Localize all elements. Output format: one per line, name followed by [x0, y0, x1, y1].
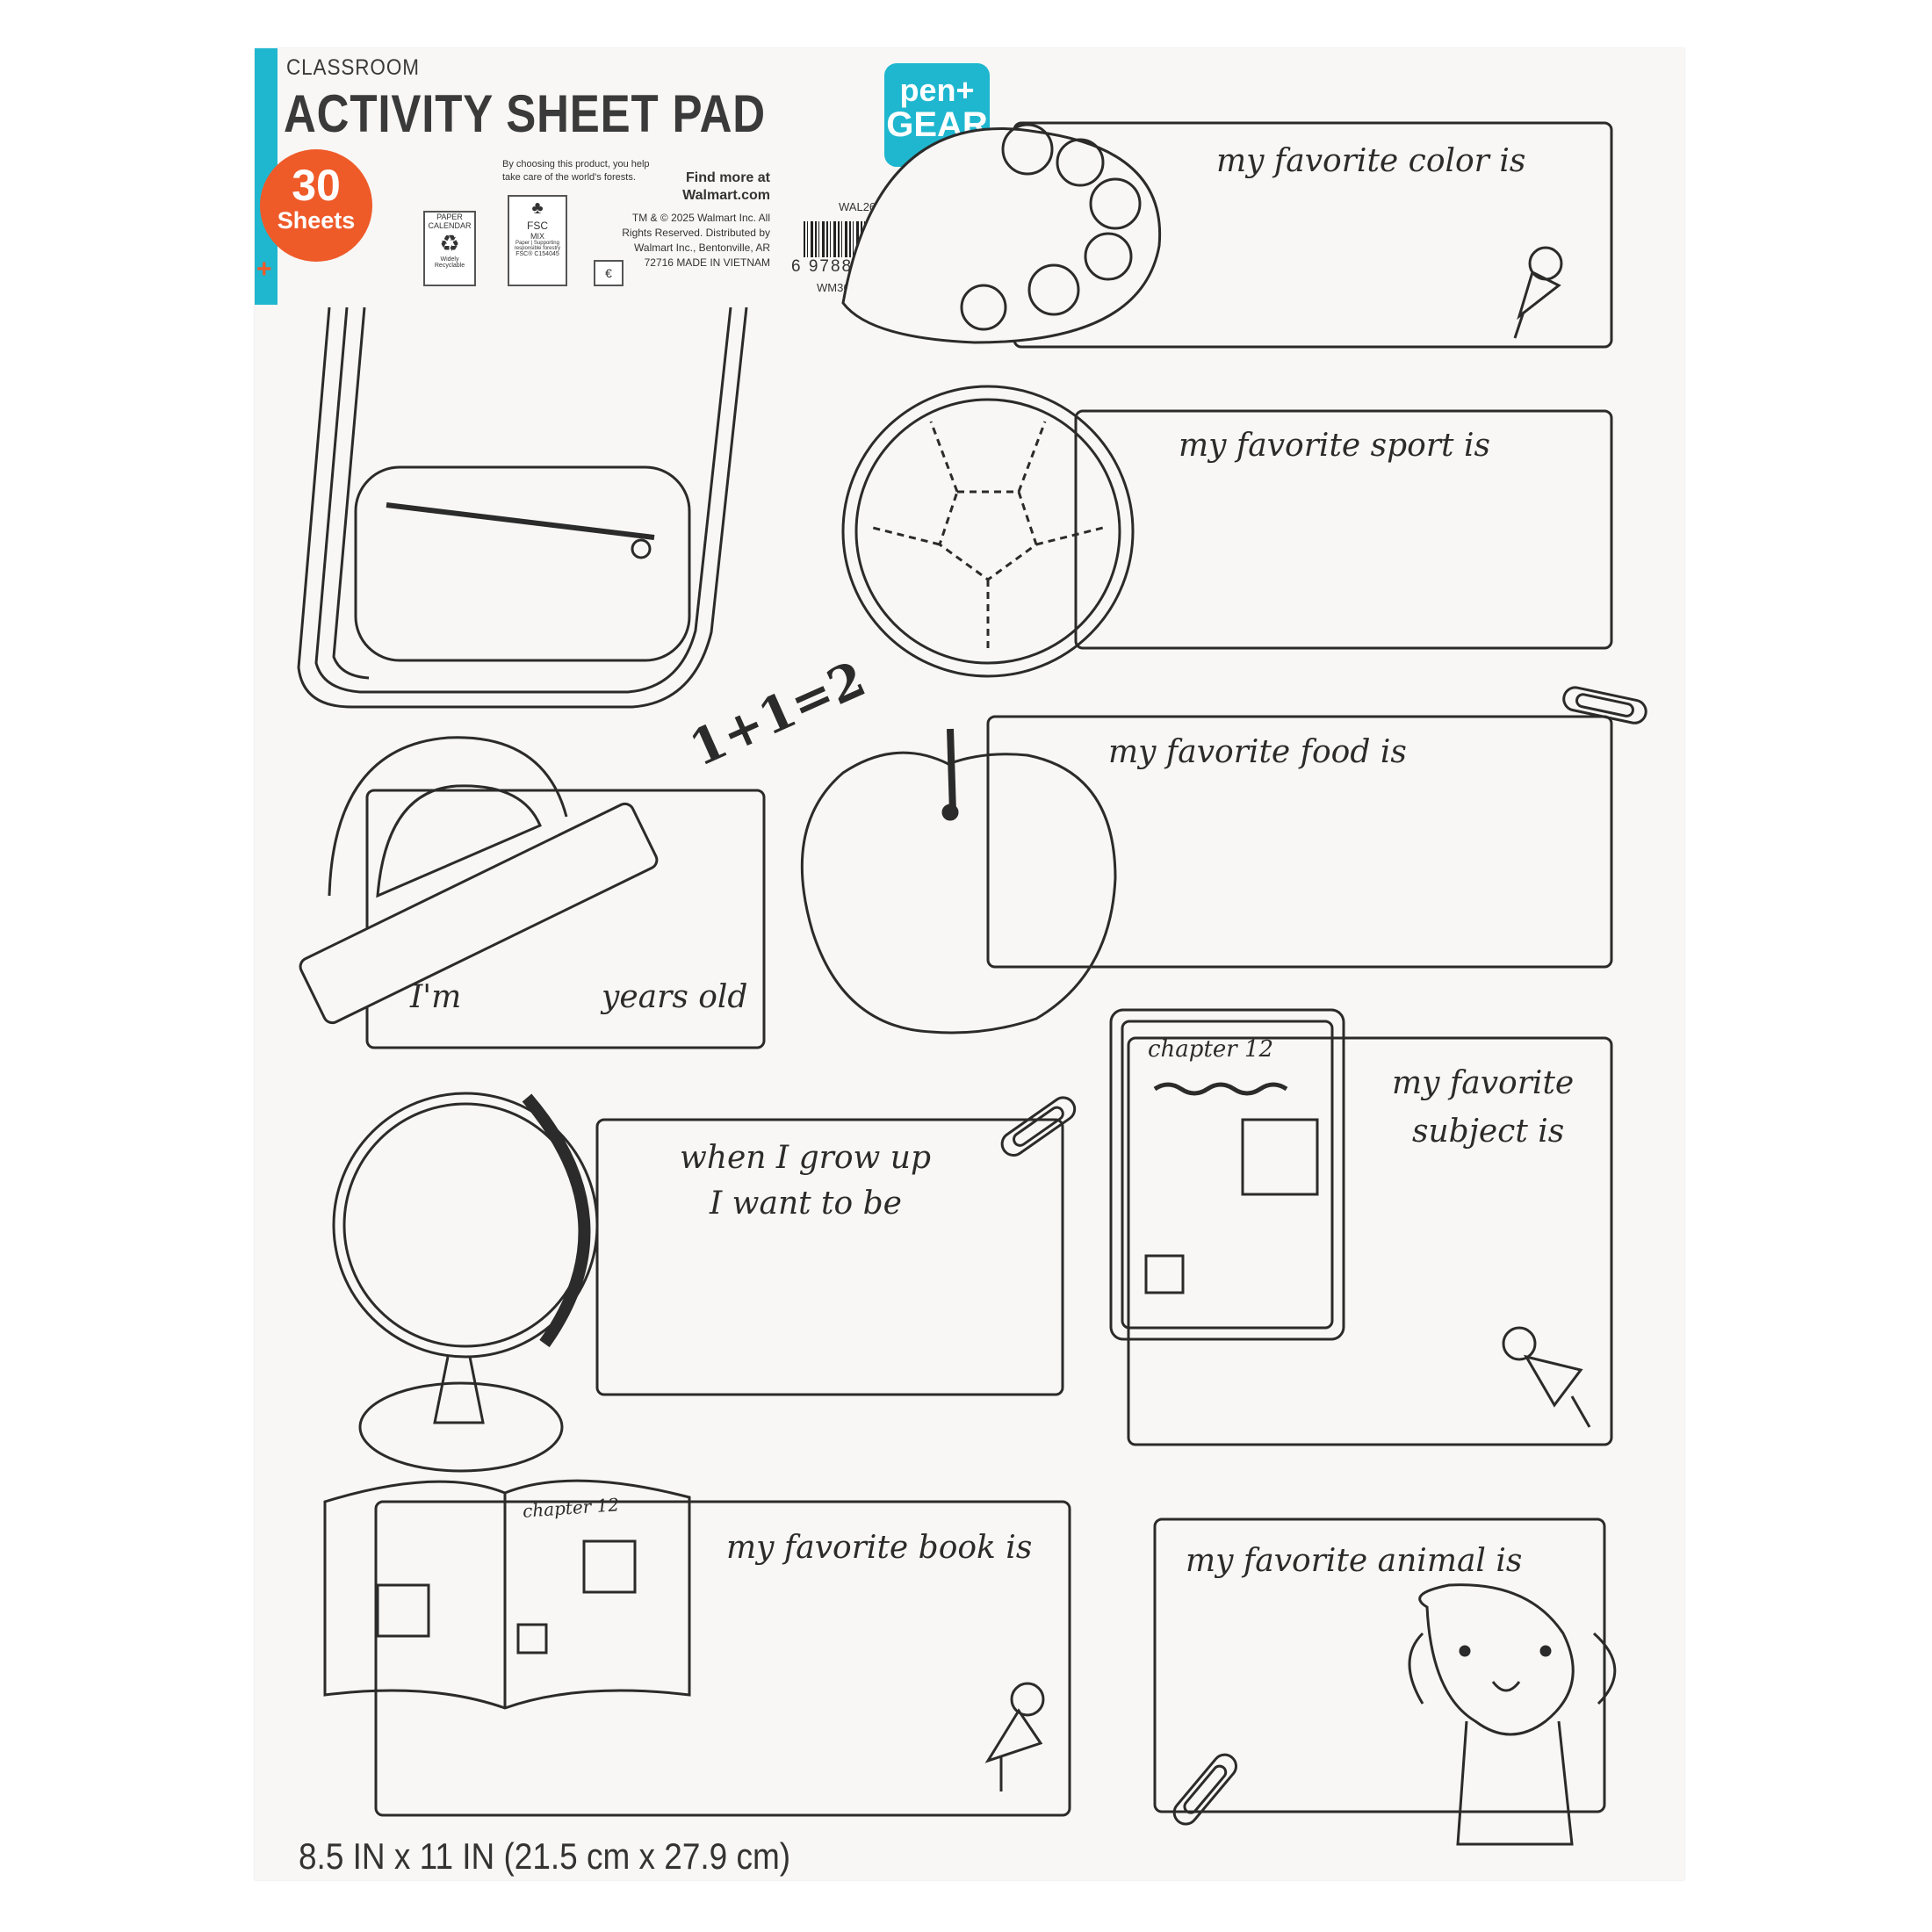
- pushpin-icon-2: [1502, 1326, 1591, 1428]
- animal-box: [1153, 1517, 1606, 1813]
- book-box: [374, 1500, 1071, 1817]
- food-box: [986, 715, 1613, 969]
- forest-note: By choosing this product, you help take …: [502, 159, 650, 183]
- badge-unit: Sheets: [277, 207, 356, 234]
- plus-icon: +: [256, 255, 272, 284]
- activity-sheet: [255, 48, 1684, 1880]
- palette-icon: [841, 123, 1162, 344]
- recycle-icon: PAPER CALENDAR ♻ Widely Recyclable: [423, 211, 476, 286]
- apple-icon: [800, 728, 1117, 1034]
- soccer-ball-icon: [841, 385, 1135, 678]
- pushpin-icon-1: [1513, 246, 1563, 339]
- subject-prompt-line1: my favorite: [1392, 1065, 1575, 1101]
- recycle-bottom: Widely Recyclable: [434, 256, 465, 269]
- age-box: [365, 789, 766, 1049]
- brand-top: pen+: [899, 72, 975, 108]
- legal-text: TM & © 2025 Walmart Inc. All Rights Rese…: [622, 212, 770, 269]
- newspaper-icon: [1109, 1008, 1345, 1341]
- paperclip-icon-1: [1562, 686, 1647, 724]
- grow-prompt-line2: I want to be: [710, 1186, 902, 1222]
- fsc-icon: ♣ FSC MIX Paper | Supporting responsible…: [508, 195, 567, 286]
- fsc-mix: MIX: [530, 232, 544, 241]
- recycle-mid: CALENDAR: [428, 221, 472, 230]
- animal-prompt: my favorite animal is: [1186, 1543, 1523, 1579]
- age-prompt-right: years old: [602, 979, 748, 1015]
- book-prompt: my favorite book is: [726, 1530, 1033, 1566]
- newspaper-chapter: chapter 12: [1148, 1036, 1274, 1063]
- age-prompt-left: I'm: [410, 979, 462, 1015]
- globe-icon: [332, 1092, 599, 1473]
- open-book-icon: [323, 1479, 691, 1710]
- protractor-icon: [299, 736, 659, 1025]
- fsc-desc: Paper | Supporting responsible forestry: [514, 241, 561, 251]
- recycle-top: PAPER: [436, 213, 463, 221]
- backpack-icon: [297, 306, 748, 709]
- size-label: 8.5 IN x 11 IN (21.5 cm x 27.9 cm): [299, 1835, 791, 1877]
- sport-box: [1074, 409, 1613, 650]
- color-prompt: my favorite color is: [1216, 143, 1526, 179]
- subject-prompt-line2: subject is: [1412, 1114, 1565, 1150]
- sport-prompt: my favorite sport is: [1179, 428, 1490, 464]
- paperclip-icon-2: [1000, 1096, 1077, 1157]
- badge-count: 30: [292, 161, 341, 210]
- sheet-count-badge: 30 Sheets: [260, 149, 372, 262]
- grow-box: [595, 1118, 1064, 1396]
- find-more-text: Find more at Walmart.com: [682, 170, 770, 203]
- food-prompt: my favorite food is: [1108, 734, 1407, 770]
- pushpin-icon-3: [984, 1682, 1045, 1791]
- product-title: ACTIVITY SHEET PAD: [284, 84, 766, 143]
- eu-logo-icon: €: [594, 260, 624, 286]
- fsc-code: FSC® C154045: [515, 251, 559, 257]
- grow-prompt-line1: when I grow up: [680, 1140, 932, 1176]
- paperclip-icon-3: [1172, 1753, 1237, 1826]
- dog-icon: [1408, 1583, 1617, 1846]
- fsc-label: FSC: [527, 220, 548, 232]
- subject-box: [1127, 1036, 1613, 1446]
- category-label: CLASSROOM: [286, 55, 420, 80]
